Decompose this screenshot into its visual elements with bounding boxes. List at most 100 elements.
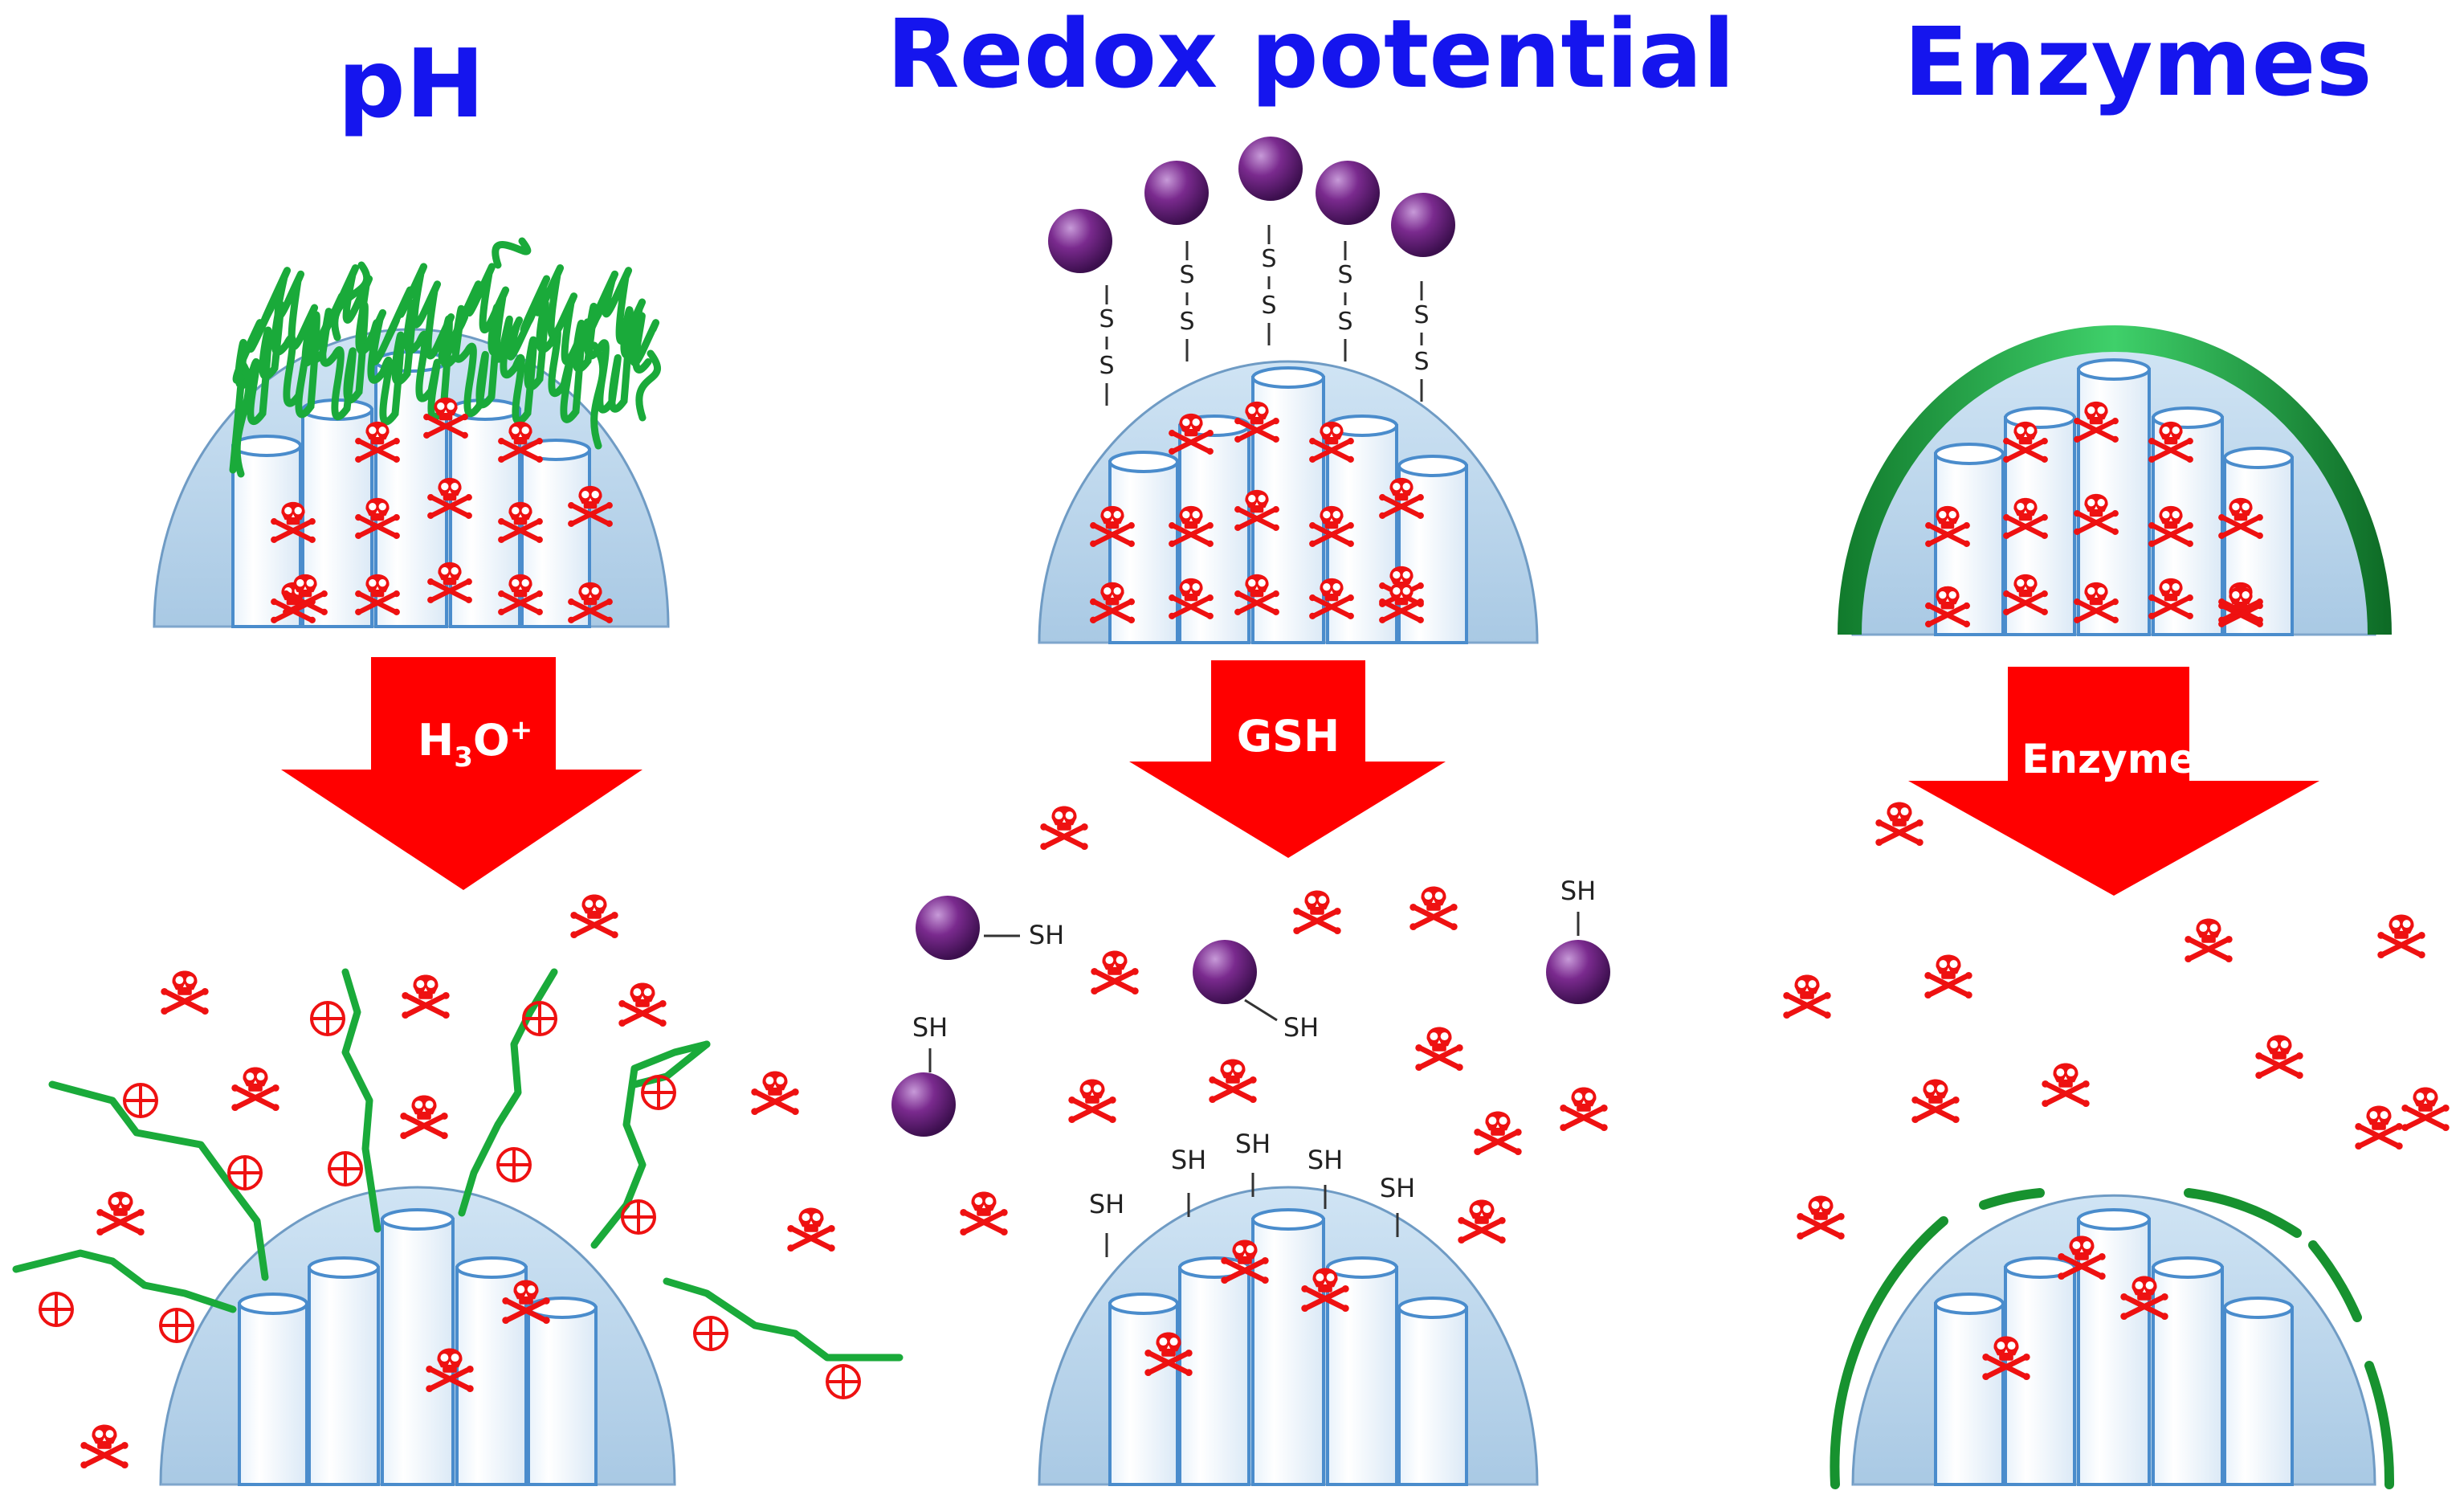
pore-channel xyxy=(1397,455,1468,644)
skull-crossbones-icon xyxy=(1797,1196,1844,1239)
arrow-enzymes: Enzyme xyxy=(1908,667,2319,896)
sulfur-atom: S xyxy=(1179,308,1194,336)
purple-sphere-icon xyxy=(1546,940,1610,1004)
positive-charge-icon xyxy=(621,1199,656,1235)
thiol-label: SH xyxy=(1029,920,1064,950)
skull-crossbones-icon xyxy=(1560,1088,1607,1131)
positive-charge-icon xyxy=(826,1364,861,1399)
degraded-shell-fragment xyxy=(1979,1188,2045,1210)
arrow-label-ph: H3O+ xyxy=(418,714,532,774)
skull-crossbones-icon xyxy=(1875,802,1923,846)
thiol-label: SH xyxy=(1171,1145,1206,1175)
pore-channel xyxy=(527,1297,598,1486)
positive-charge-icon xyxy=(693,1316,728,1351)
skull-crossbones-icon xyxy=(751,1072,798,1115)
positive-charge-icon xyxy=(496,1147,532,1182)
gatekeeper-sphere xyxy=(1048,209,1112,273)
skull-crossbones-icon xyxy=(1474,1112,1521,1155)
pore-channel xyxy=(381,1208,455,1486)
skull-crossbones-icon xyxy=(96,1192,144,1235)
gatekeeper-sphere xyxy=(1391,193,1455,257)
nanoparticle-ph-released xyxy=(159,1186,676,1486)
nanoparticle-ph-capped xyxy=(153,328,670,628)
skull-crossbones-icon xyxy=(1783,975,1830,1019)
skull-crossbones-icon xyxy=(2401,1088,2449,1131)
purple-sphere-icon xyxy=(916,896,980,960)
skull-crossbones-icon xyxy=(1415,1027,1462,1071)
positive-charge-icon xyxy=(123,1083,158,1118)
skull-crossbones-icon xyxy=(1409,887,1457,930)
extended-polymer-chain xyxy=(590,1040,711,1249)
extended-polymer-chain xyxy=(663,1277,904,1362)
skull-crossbones-icon xyxy=(618,983,666,1027)
thiol-label: SH xyxy=(1307,1145,1343,1175)
positive-charge-icon xyxy=(227,1155,263,1190)
skull-crossbones-icon xyxy=(1209,1060,1256,1103)
skull-crossbones-icon xyxy=(161,971,208,1015)
positive-charge-icon xyxy=(522,1001,557,1036)
sulfur-atom: S xyxy=(1179,261,1194,289)
pore-channel xyxy=(1251,1208,1325,1486)
thiol-label: SH xyxy=(1380,1173,1415,1203)
skull-crossbones-icon xyxy=(231,1068,279,1111)
pore-channel xyxy=(2152,1256,2224,1486)
arrow-ph: H3O+ xyxy=(281,657,643,890)
degraded-shell-fragment xyxy=(2184,1188,2302,1238)
purple-sphere-icon xyxy=(891,1072,956,1137)
skull-crossbones-icon xyxy=(2377,915,2425,958)
positive-charge-icon xyxy=(641,1075,676,1110)
positive-charge-icon xyxy=(310,1001,345,1036)
sulfur-atom: S xyxy=(1414,301,1429,329)
panel-title-redox: Redox potential xyxy=(887,0,1736,109)
extended-polymer-chain xyxy=(12,1249,237,1313)
pore-channel xyxy=(1326,415,1398,644)
skull-crossbones-icon xyxy=(1293,891,1340,934)
skull-crossbones-icon xyxy=(960,1192,1007,1235)
sulfur-atom: S xyxy=(1261,292,1276,320)
pore-channel xyxy=(1108,451,1179,644)
skull-crossbones-icon xyxy=(2255,1035,2303,1079)
pore-channel xyxy=(308,1256,380,1486)
thiol-label: SH xyxy=(1089,1189,1124,1219)
nanoparticle-redox-released xyxy=(1038,1186,1539,1486)
arrow-redox: GSH xyxy=(1129,660,1446,858)
thiol-label: SH xyxy=(1283,1012,1319,1043)
positive-charge-icon xyxy=(328,1151,363,1186)
extended-polymer-chain xyxy=(458,968,558,1217)
positive-charge-icon xyxy=(39,1292,74,1327)
gatekeeper-sphere xyxy=(1238,137,1303,201)
skull-crossbones-icon xyxy=(2042,1064,2089,1107)
degraded-shell-fragment xyxy=(2364,1361,2395,1489)
panel-title-enzymes: Enzymes xyxy=(1903,6,2372,117)
degraded-shell-fragment xyxy=(1830,1216,1948,1489)
positive-charge-icon xyxy=(159,1308,194,1343)
thiol-label: SH xyxy=(1235,1129,1271,1159)
skull-crossbones-icon xyxy=(1040,807,1087,850)
extended-polymer-chain xyxy=(48,1080,269,1281)
pore-channel xyxy=(1934,1293,2005,1486)
skull-crossbones-icon xyxy=(1068,1080,1116,1123)
sulfur-atom: S xyxy=(1261,245,1276,273)
skull-crossbones-icon xyxy=(1091,951,1138,994)
sulfur-atom: S xyxy=(1337,308,1352,336)
pore-channel xyxy=(1397,1297,1468,1486)
thiol-label: SH xyxy=(1560,876,1596,906)
thiol-label: SH xyxy=(912,1012,948,1043)
arrow-label-enzymes: Enzyme xyxy=(2021,736,2196,782)
panel-title-ph: pH xyxy=(337,28,484,139)
degraded-shell-fragment xyxy=(2308,1240,2362,1322)
skull-crossbones-icon xyxy=(570,895,618,938)
pore-channel xyxy=(2004,1256,2076,1486)
gatekeeper-sphere xyxy=(1144,161,1209,225)
pore-channel xyxy=(1178,1256,1250,1486)
extended-polymer-chain xyxy=(341,968,381,1233)
arrow-label-redox: GSH xyxy=(1237,711,1340,762)
sulfur-atom: S xyxy=(1099,352,1114,380)
skull-crossbones-icon xyxy=(1458,1200,1505,1244)
sulfur-atom: S xyxy=(1414,348,1429,376)
skull-crossbones-icon xyxy=(80,1425,128,1468)
gatekeeper-sphere xyxy=(1316,161,1380,225)
nanoparticle-redox-capped xyxy=(1038,360,1539,644)
